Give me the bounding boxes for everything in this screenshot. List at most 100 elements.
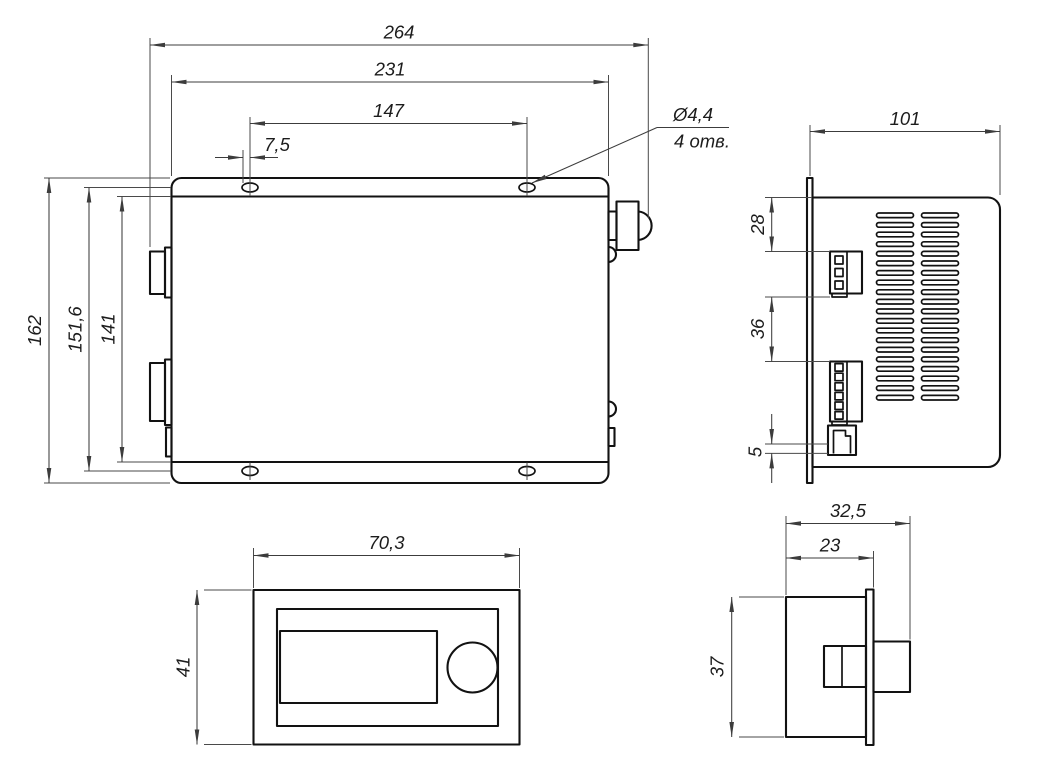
display-window bbox=[278, 629, 439, 705]
vent-slot bbox=[875, 346, 915, 353]
vent-slot bbox=[920, 212, 960, 219]
vent-slot bbox=[920, 327, 960, 334]
vent-slot bbox=[875, 231, 915, 238]
dim-36: 36 bbox=[747, 318, 768, 339]
vent-slot bbox=[920, 231, 960, 238]
edge-bump bbox=[608, 400, 617, 418]
side-view-dimensions: 101 28 36 5 bbox=[745, 108, 1001, 483]
dim-37: 37 bbox=[707, 656, 728, 677]
dim-32-5: 32,5 bbox=[830, 500, 867, 521]
vent-slot bbox=[875, 288, 915, 296]
vent-slot bbox=[920, 365, 960, 373]
callout-count: 4 отв. bbox=[674, 131, 730, 152]
vent-slot bbox=[875, 384, 915, 392]
cable-gland bbox=[607, 200, 653, 252]
dim-23: 23 bbox=[819, 535, 841, 556]
vent-slot bbox=[920, 384, 960, 392]
dim-141: 141 bbox=[98, 314, 119, 345]
dim-162: 162 bbox=[24, 314, 45, 346]
dim-231: 231 bbox=[374, 59, 406, 80]
vent-slot bbox=[920, 250, 960, 257]
gland-cap bbox=[638, 210, 653, 242]
vent-slot bbox=[875, 327, 915, 334]
vent-slot bbox=[875, 221, 915, 229]
vent-slot bbox=[875, 250, 915, 257]
side-view: 101 28 36 5 bbox=[745, 108, 1002, 485]
connector-b-flange bbox=[163, 358, 173, 427]
connector-pin bbox=[834, 391, 844, 401]
vent-slot bbox=[920, 298, 960, 305]
connector-pin bbox=[834, 362, 844, 372]
vent-slot bbox=[920, 317, 960, 325]
right-edge-features bbox=[607, 245, 617, 448]
connector-view-dimensions: 32,5 23 37 bbox=[707, 500, 911, 738]
connector-pin bbox=[834, 267, 844, 278]
knob-button bbox=[446, 641, 499, 694]
vent-slot bbox=[920, 269, 960, 277]
dim-5: 5 bbox=[745, 446, 766, 457]
vent-slot bbox=[875, 279, 915, 286]
dim-70-3: 70,3 bbox=[368, 532, 405, 553]
dim-264: 264 bbox=[383, 22, 415, 43]
vent-slot bbox=[875, 317, 915, 325]
knob-shaft bbox=[872, 640, 912, 694]
left-connectors bbox=[148, 246, 173, 458]
connector-side-view: 32,5 23 37 bbox=[707, 500, 912, 747]
side-rj45 bbox=[826, 424, 858, 457]
gland-neck bbox=[607, 210, 618, 242]
vent-slot bbox=[920, 288, 960, 296]
vent-slot bbox=[875, 375, 915, 382]
vent-slot bbox=[920, 346, 960, 353]
side-panel bbox=[811, 196, 1002, 469]
front-panel-outline bbox=[252, 588, 521, 746]
connector-pin bbox=[834, 280, 844, 290]
rj45-opening bbox=[832, 429, 852, 454]
front-view: 70,3 41 bbox=[173, 532, 521, 746]
dim-151-6: 151,6 bbox=[65, 306, 86, 353]
dim-101: 101 bbox=[890, 108, 921, 129]
edge-port bbox=[607, 426, 616, 448]
rj45-bump bbox=[164, 426, 173, 458]
gland-body bbox=[615, 200, 640, 252]
connector-pin bbox=[834, 381, 844, 392]
vent-slot bbox=[920, 279, 960, 286]
edge-bump bbox=[608, 245, 617, 264]
vent-slot bbox=[920, 356, 960, 363]
dim-28: 28 bbox=[747, 214, 768, 236]
vent-slot bbox=[875, 212, 915, 219]
mounting-holes bbox=[241, 182, 536, 480]
top-view-outline bbox=[170, 176, 610, 485]
vent-slot bbox=[875, 365, 915, 373]
vent-slot bbox=[920, 336, 960, 344]
enclosure-outline bbox=[170, 176, 610, 485]
connector-a-step bbox=[831, 292, 848, 298]
side-connector-b bbox=[828, 360, 864, 426]
vent-slot bbox=[920, 260, 960, 267]
vent-slot bbox=[875, 336, 915, 344]
top-view: 264 231 147 7,5 162 151,6 141 Ø4,4 4 bbox=[24, 22, 730, 485]
vent-slots bbox=[875, 212, 960, 401]
hole-callout: Ø4,4 4 отв. bbox=[531, 104, 730, 184]
top-view-dimensions: 264 231 147 7,5 162 151,6 141 bbox=[24, 22, 649, 484]
vent-slot bbox=[875, 240, 915, 248]
front-bezel bbox=[275, 607, 500, 728]
panel-plate bbox=[864, 588, 875, 747]
connector-pin bbox=[834, 410, 844, 420]
vent-slot bbox=[920, 240, 960, 248]
connector-pin bbox=[834, 401, 844, 411]
vent-slot bbox=[920, 394, 960, 401]
callout-diameter: Ø4,4 bbox=[672, 104, 713, 125]
vent-slot bbox=[875, 356, 915, 363]
vent-slot bbox=[920, 308, 960, 315]
front-view-dimensions: 70,3 41 bbox=[173, 532, 520, 745]
rj45-outline bbox=[826, 424, 858, 457]
connector-a-flange bbox=[163, 246, 173, 299]
connector-a-body bbox=[148, 250, 167, 296]
module-body bbox=[784, 595, 868, 739]
rear-connector bbox=[822, 644, 868, 689]
vent-slot bbox=[875, 298, 915, 305]
vent-slot bbox=[875, 308, 915, 315]
dim-147: 147 bbox=[373, 100, 405, 121]
vent-slot bbox=[920, 221, 960, 229]
